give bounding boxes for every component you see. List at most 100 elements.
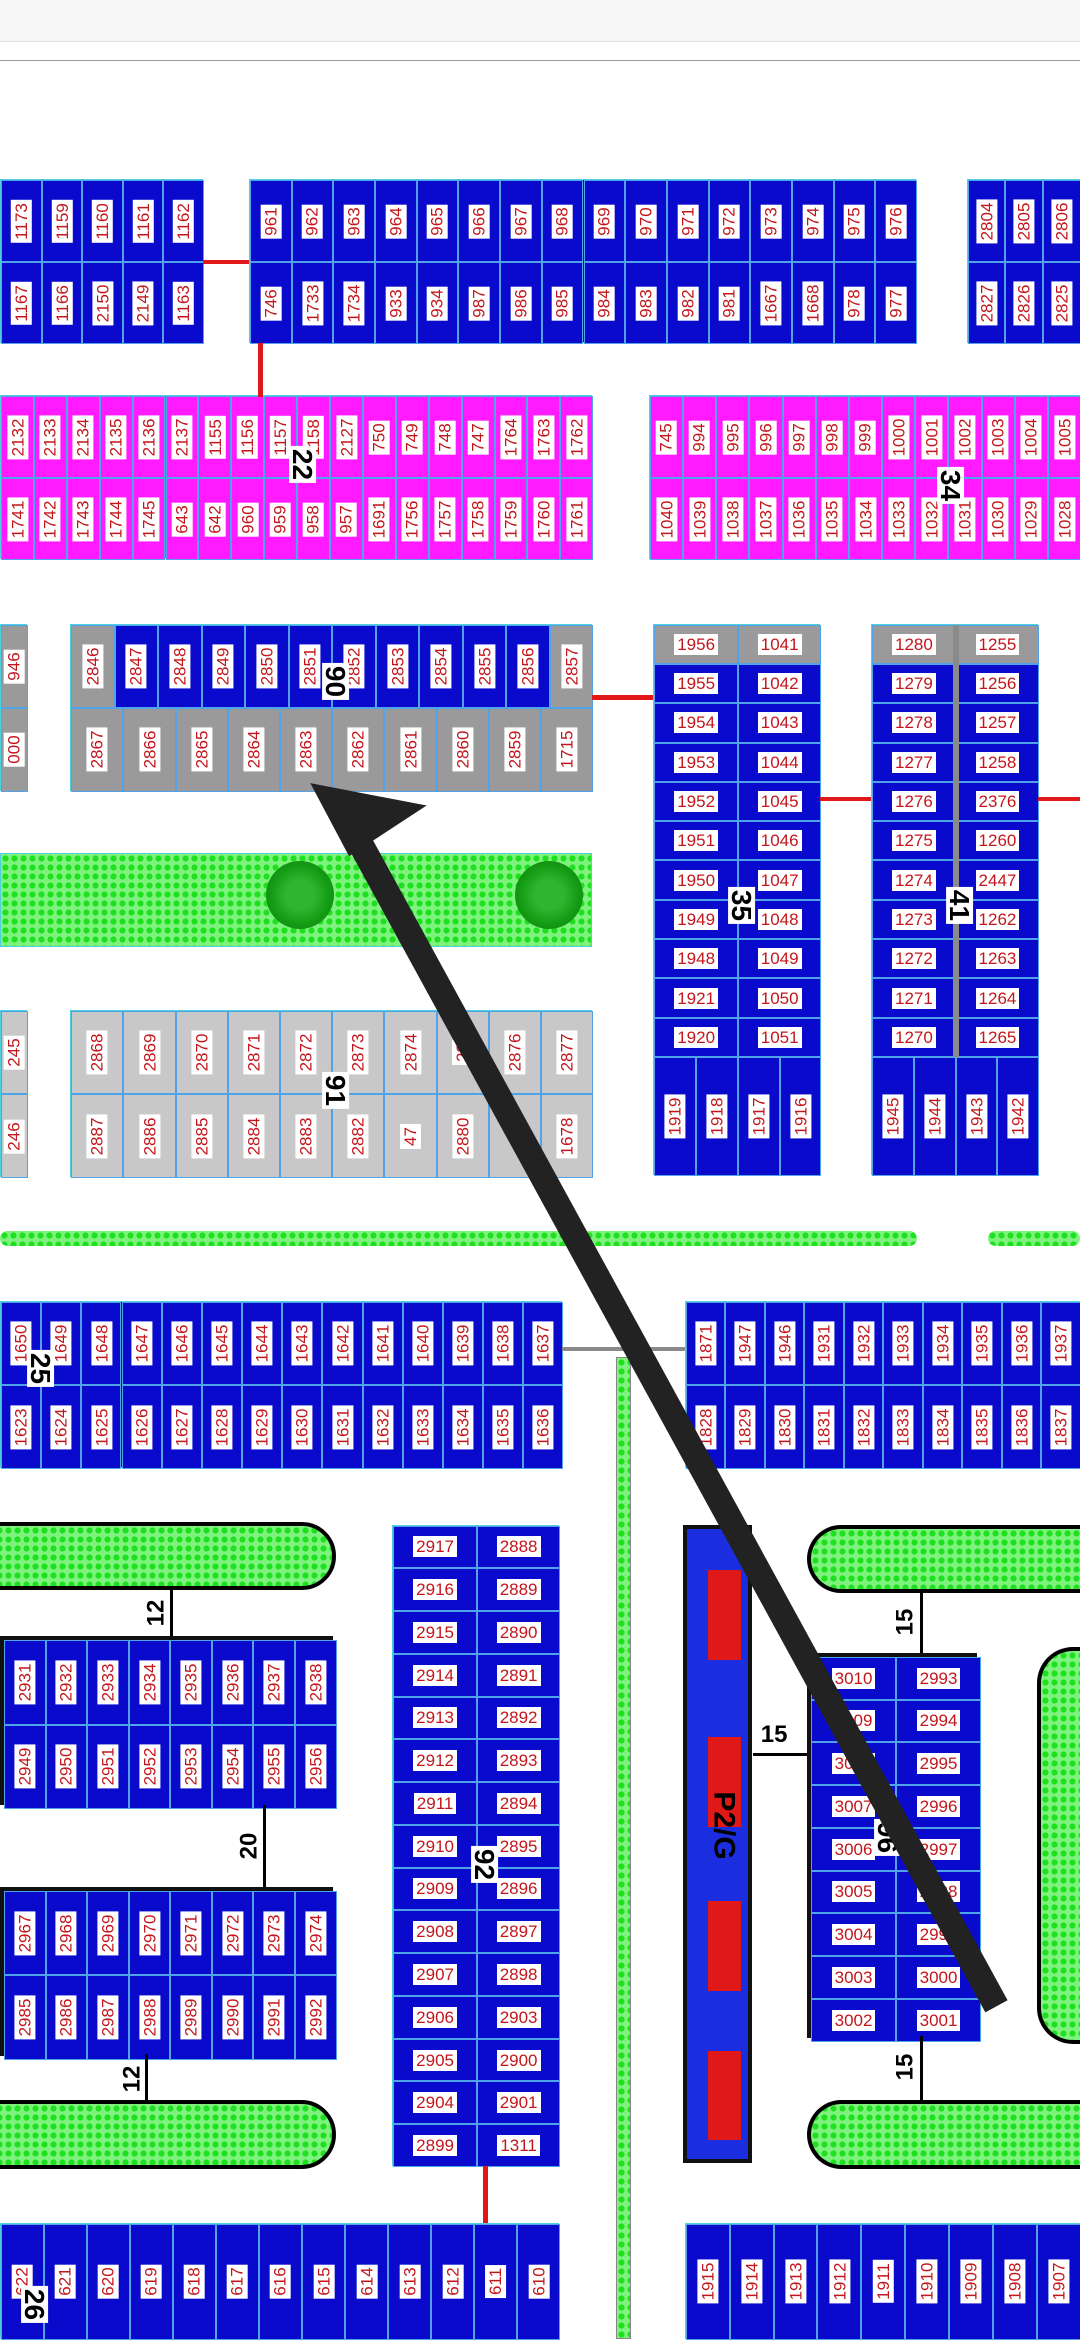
plot-cell[interactable]: 1051	[737, 1017, 822, 1058]
plot-cell[interactable]: 2132	[1, 396, 34, 479]
plot-cell[interactable]: 970	[625, 180, 667, 263]
plot-cell[interactable]: 1035	[815, 478, 849, 561]
plot-cell[interactable]: 2995	[896, 1742, 982, 1786]
plot-cell[interactable]: 2906	[393, 1995, 477, 2039]
plot-cell[interactable]: 000	[1, 708, 28, 792]
plot-cell[interactable]: 2847	[114, 624, 159, 709]
plot-cell[interactable]: 2967	[4, 1891, 46, 1976]
plot-cell[interactable]: 2916	[393, 1568, 477, 1612]
plot-cell[interactable]: 957	[330, 478, 363, 561]
plot-cell[interactable]: 2908	[393, 1910, 477, 1954]
plot-cell[interactable]: 2934	[128, 1640, 171, 1725]
plot-cell[interactable]: 1623	[1, 1385, 42, 1469]
plot-cell[interactable]: 2893	[476, 1739, 561, 1783]
plot-cell[interactable]: 3002	[811, 1998, 897, 2042]
plot-cell[interactable]: 1955	[654, 663, 738, 704]
plot-cell[interactable]: 2989	[170, 1975, 212, 2060]
plot-cell[interactable]: 1155	[198, 396, 232, 479]
plot-cell[interactable]: 1002	[948, 396, 982, 479]
plot-cell[interactable]: 2974	[295, 1891, 337, 1976]
plot-cell[interactable]: 1946	[764, 1301, 805, 1386]
plot-cell[interactable]: 981	[708, 262, 751, 345]
plot-cell[interactable]: 1733	[291, 262, 334, 345]
plot-cell[interactable]: 982	[666, 262, 709, 345]
plot-cell[interactable]: 1044	[737, 742, 822, 782]
plot-cell[interactable]: 750	[362, 396, 396, 479]
plot-cell[interactable]: 1162	[163, 180, 204, 263]
plot-cell[interactable]: 1911	[861, 2223, 906, 2340]
plot-cell[interactable]: 1275	[872, 821, 956, 861]
plot-cell[interactable]: 2933	[87, 1640, 129, 1725]
plot-cell[interactable]: 1931	[804, 1301, 844, 1386]
plot-cell[interactable]: 2991	[253, 1975, 296, 2060]
plot-cell[interactable]: 620	[87, 2223, 131, 2340]
plot-cell[interactable]: 2891	[476, 1653, 561, 1697]
plot-cell[interactable]: 1167	[1, 262, 42, 345]
plot-cell[interactable]: 972	[708, 180, 751, 263]
plot-cell[interactable]: 2869	[123, 1010, 176, 1095]
plot-cell[interactable]: 1003	[981, 396, 1015, 479]
plot-cell[interactable]: 1280	[872, 624, 956, 664]
plot-cell[interactable]: 2973	[253, 1891, 296, 1976]
plot-cell[interactable]: 2870	[175, 1010, 228, 1095]
plot-cell[interactable]: 2987	[87, 1975, 129, 2060]
plot-cell[interactable]: 2805	[1005, 180, 1044, 263]
plot-cell[interactable]: 965	[416, 180, 459, 263]
plot-cell[interactable]: 2913	[393, 1696, 477, 1740]
plot-cell[interactable]: 1166	[41, 262, 83, 345]
plot-cell[interactable]: 1951	[654, 821, 738, 861]
plot-cell[interactable]: 2936	[211, 1640, 254, 1725]
plot-cell[interactable]: 2854	[419, 624, 463, 709]
plot-cell[interactable]: 1042	[737, 663, 822, 704]
plot-cell[interactable]: 1000	[882, 396, 916, 479]
plot-cell[interactable]: 2853	[375, 624, 420, 709]
plot-cell[interactable]: 1944	[913, 1057, 956, 1177]
plot-cell[interactable]: 1759	[494, 478, 528, 561]
plot-cell[interactable]: 2897	[476, 1910, 561, 1954]
plot-cell[interactable]: 2937	[253, 1640, 296, 1725]
plot-cell[interactable]: 2862	[332, 708, 385, 792]
plot-cell[interactable]: 615	[302, 2223, 346, 2340]
plot-cell[interactable]: 1638	[483, 1301, 524, 1386]
plot-cell[interactable]: 1915	[685, 2223, 730, 2340]
plot-cell[interactable]: 1907	[1037, 2223, 1080, 2340]
plot-cell[interactable]: 2882	[332, 1094, 385, 1178]
plot-cell[interactable]: 1646	[161, 1301, 202, 1386]
plot-cell[interactable]: 2907	[393, 1953, 477, 1996]
plot-cell[interactable]: 999	[848, 396, 883, 479]
plot-cell[interactable]: 610	[517, 2223, 561, 2340]
plot-cell[interactable]: 1937	[1041, 1301, 1080, 1386]
plot-cell[interactable]: 1276	[872, 781, 956, 822]
plot-cell[interactable]: 1642	[322, 1301, 363, 1386]
plot-cell[interactable]: 946	[1, 624, 28, 709]
plot-cell[interactable]: 1038	[716, 478, 750, 561]
plot-cell[interactable]: 969	[583, 180, 626, 263]
plot-cell[interactable]: 1667	[750, 262, 792, 345]
plot-cell[interactable]: 2909	[393, 1867, 477, 1911]
plot-cell[interactable]: 983	[625, 262, 667, 345]
plot-cell[interactable]: 1935	[962, 1301, 1002, 1386]
plot-cell[interactable]: 1918	[696, 1057, 738, 1177]
plot-cell[interactable]: 618	[173, 2223, 217, 2340]
plot-cell[interactable]: 2898	[476, 1953, 561, 1996]
plot-cell[interactable]: 2931	[4, 1640, 46, 1725]
plot-cell[interactable]: 1258	[955, 742, 1040, 782]
plot-cell[interactable]: 611	[474, 2223, 518, 2340]
plot-cell[interactable]: 643	[165, 478, 199, 561]
plot-cell[interactable]: 1649	[41, 1301, 82, 1386]
plot-cell[interactable]: 2935	[170, 1640, 212, 1725]
plot-cell[interactable]: 1001	[915, 396, 949, 479]
plot-cell[interactable]: 2986	[45, 1975, 88, 2060]
plot-cell[interactable]: 1629	[242, 1385, 283, 1469]
plot-cell[interactable]: 1834	[922, 1385, 963, 1469]
plot-cell[interactable]: 961	[250, 180, 292, 263]
plot-cell[interactable]: 958	[297, 478, 330, 561]
plot-cell[interactable]: 997	[782, 396, 816, 479]
